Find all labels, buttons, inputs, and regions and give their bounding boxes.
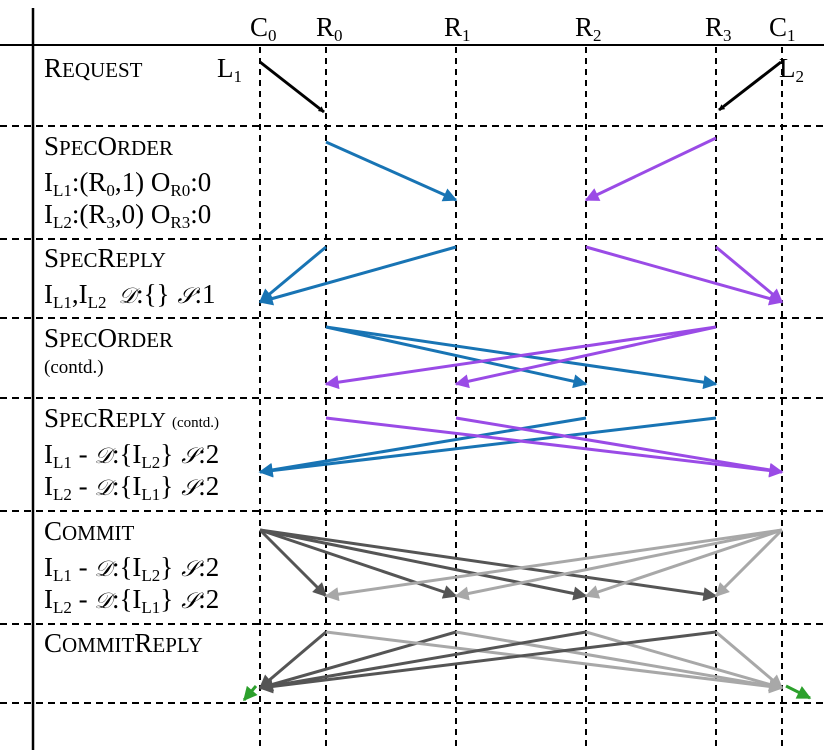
message-arrow-r1-to-c0: [258, 630, 457, 692]
message-arrow-c1-to-r0: [324, 528, 783, 602]
message-arrow-c1-to-r3: [714, 528, 784, 598]
phase-label-commit-reply: COMMITREPLY: [44, 628, 203, 658]
phase-label-request: REQUEST: [44, 53, 143, 83]
column-header-c0: C0: [250, 12, 277, 45]
column-headers: C0 R0 R1 R2 R3 C1: [250, 12, 796, 45]
phase-label-spec-reply-contd: SPECREPLY(contd.): [44, 403, 219, 433]
column-header-r3: R3: [705, 12, 732, 45]
phase-label-spec-reply: SPECREPLY: [44, 243, 166, 273]
spec-order-line-l1: IL1:(R0,1) OR0:0: [44, 167, 211, 200]
phase-label-commit: COMMIT: [44, 516, 135, 546]
request-label-l2: L2: [779, 53, 804, 86]
message-arrow-r3-to-r0: [324, 325, 717, 390]
column-header-r1: R1: [444, 12, 471, 45]
message-arrow-r3-to-r2: [584, 136, 717, 202]
message-arrow-c0-to-r2: [259, 528, 588, 601]
message-arrow-c0-to-r0: [258, 528, 328, 598]
message-arrow-r2-to-c0: [258, 416, 587, 477]
message-arrow-r2-to-c0: [258, 630, 587, 693]
message-arrow-r1-to-c0: [258, 245, 457, 306]
message-arrow-r2-to-c1: [585, 630, 784, 692]
commit-line-l2: IL2 - 𝒟:{IL1}𝒮:2: [44, 584, 219, 617]
message-arrow-c1-to-r2: [584, 528, 783, 599]
column-header-r2: R2: [575, 12, 602, 45]
message-arrow-r0-to-r2: [325, 325, 588, 389]
spec-order-line-l2: IL2:(R3,0) OR3:0: [44, 199, 211, 232]
message-arrow-c0-to-r1: [259, 528, 458, 599]
spec-reply-contd-line-l1: IL1 - 𝒟:{IL2}𝒮:2: [44, 439, 219, 472]
request-arrows: [259, 60, 782, 114]
spec-order-contd-note: (contd.): [44, 357, 104, 378]
final-reply-arrow-c0: [242, 685, 258, 702]
final-reply-arrow-c1: [785, 684, 812, 700]
message-arrow-r0-to-c1: [325, 416, 784, 478]
request-arrow-l2: [718, 60, 782, 112]
message-arrow-r3-to-c1: [715, 245, 784, 304]
phase-labels: REQUEST L1 L2 SPECORDER IL1:(R0,1) OR0:0…: [44, 53, 804, 658]
column-header-c1: C1: [769, 12, 796, 45]
message-arrow-r3-to-c1: [715, 630, 784, 690]
request-label-l1: L1: [217, 53, 242, 86]
message-arrow-r1-to-c1: [455, 630, 784, 693]
row-dividers: [0, 125, 824, 704]
message-arrow-c1-to-r1: [454, 528, 783, 601]
message-arrow-r1-to-c1: [455, 416, 784, 477]
commit-line-l1: IL1 - 𝒟:{IL2}𝒮:2: [44, 552, 219, 585]
message-arrow-r3-to-c0: [258, 416, 717, 478]
request-arrow-l1: [259, 60, 325, 114]
phase-label-spec-order-contd: SPECORDER: [44, 323, 173, 353]
message-arrow-r3-to-c0: [258, 630, 717, 694]
phase-label-spec-order: SPECORDER: [44, 131, 173, 161]
message-arrow-r0-to-c1: [325, 630, 784, 694]
message-arrow-r2-to-c1: [585, 245, 784, 306]
column-header-r0: R0: [316, 12, 343, 45]
message-arrow-c0-to-r3: [259, 528, 718, 602]
spec-reply-contd-line-l2: IL2 - 𝒟:{IL1}𝒮:2: [44, 471, 219, 504]
message-arrows: [242, 136, 812, 702]
message-arrow-r0-to-r1: [325, 140, 458, 202]
message-arrow-r3-to-r1: [454, 325, 717, 389]
